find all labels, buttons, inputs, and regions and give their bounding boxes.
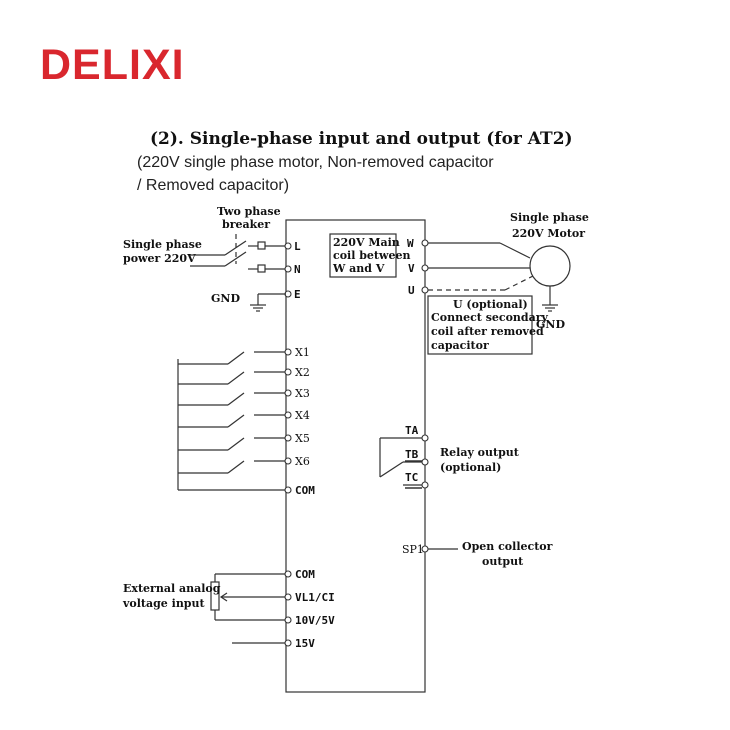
diagram-subtitle-line1: (220V single phase motor, Non-removed ca… [137,154,494,171]
ground-left-symbol [250,293,286,312]
terminal-vl1-label: VL1/CI [295,591,335,604]
relay-contacts [379,437,422,489]
terminal-com-1 [284,486,292,494]
terminal-x4-label: X4 [295,409,310,422]
main-coil-line3: W and V [332,262,385,275]
terminal-v-label: V [408,262,415,275]
x-input-switches [177,351,286,491]
breaker-switches [190,234,286,273]
terminal-n-label: N [294,263,301,276]
terminal-com-2-label: COM [295,568,315,581]
u-note-line3: coil after removed [431,325,544,338]
terminal-tb-label: TB [405,448,419,461]
terminal-x5-label: X5 [295,432,310,445]
terminal-x1 [284,348,292,356]
analog-label-line1: External analog [123,582,221,595]
open-collector-line1: Open collector [462,540,553,553]
terminal-n [284,265,292,273]
motor-label-line1: Single phase [510,211,589,224]
terminal-ta [421,434,429,442]
power-label-line1: Single phase [123,238,202,251]
terminal-u-label: U [408,284,415,297]
terminal-w [421,239,429,247]
terminal-ta-label: TA [405,424,419,437]
terminal-x3 [284,389,292,397]
terminal-tb [421,458,429,466]
u-note-box [427,295,533,355]
terminal-w-label: W [407,237,414,250]
terminal-vl1 [284,593,292,601]
u-note-line2: Connect secondary [431,311,549,324]
terminal-sp1-label: SP1 [402,543,424,556]
ground-right-symbol [542,286,558,312]
terminal-10v [284,616,292,624]
terminal-x1-label: X1 [295,346,310,359]
terminal-tc-label: TC [405,471,418,484]
terminal-x6 [284,457,292,465]
main-coil-line2: coil between [333,249,410,262]
relay-label-line1: Relay output [440,446,520,459]
terminal-com-2 [284,570,292,578]
terminal-com-1-label: COM [295,484,315,497]
terminal-10v-label: 10V/5V [295,614,335,627]
analog-label-line2: voltage input [122,597,206,610]
terminal-x3-label: X3 [295,387,310,400]
terminal-u [421,286,429,294]
terminal-l-label: L [294,240,301,253]
u-note-line4: capacitor [431,339,489,352]
gnd-right-label: GND [536,318,565,331]
terminal-v [421,264,429,272]
power-label-line2: power 220V [123,252,196,265]
terminal-x6-label: X6 [295,455,310,468]
terminal-sp1 [421,545,429,553]
diagram-subtitle-line2: / Removed capacitor) [137,177,289,194]
terminal-x2-label: X2 [295,366,310,379]
terminal-e-label: E [294,288,301,301]
terminal-x4 [284,411,292,419]
inverter-body [285,219,426,693]
terminal-x5 [284,434,292,442]
motor-label-line2: 220V Motor [512,227,585,240]
breaker-label-line2: breaker [222,218,270,231]
gnd-left-label: GND [211,292,240,305]
terminal-l [284,242,292,250]
terminal-15v-label: 15V [295,637,315,650]
motor-symbol [529,245,571,287]
main-coil-box [329,233,397,278]
diagram-title: (2). Single-phase input and output (for … [150,129,573,149]
u-note-line1: U (optional) [453,298,528,311]
relay-label-line2: (optional) [440,461,501,474]
breaker-label-line1: Two phase [217,205,281,218]
analog-input-potentiometer [210,573,286,644]
terminal-x2 [284,368,292,376]
main-coil-line1: 220V Main [333,236,400,249]
terminal-15v [284,639,292,647]
terminal-tc [421,481,429,489]
open-collector-line2: output [482,555,524,568]
brand-logo: DELIXI [40,41,185,89]
